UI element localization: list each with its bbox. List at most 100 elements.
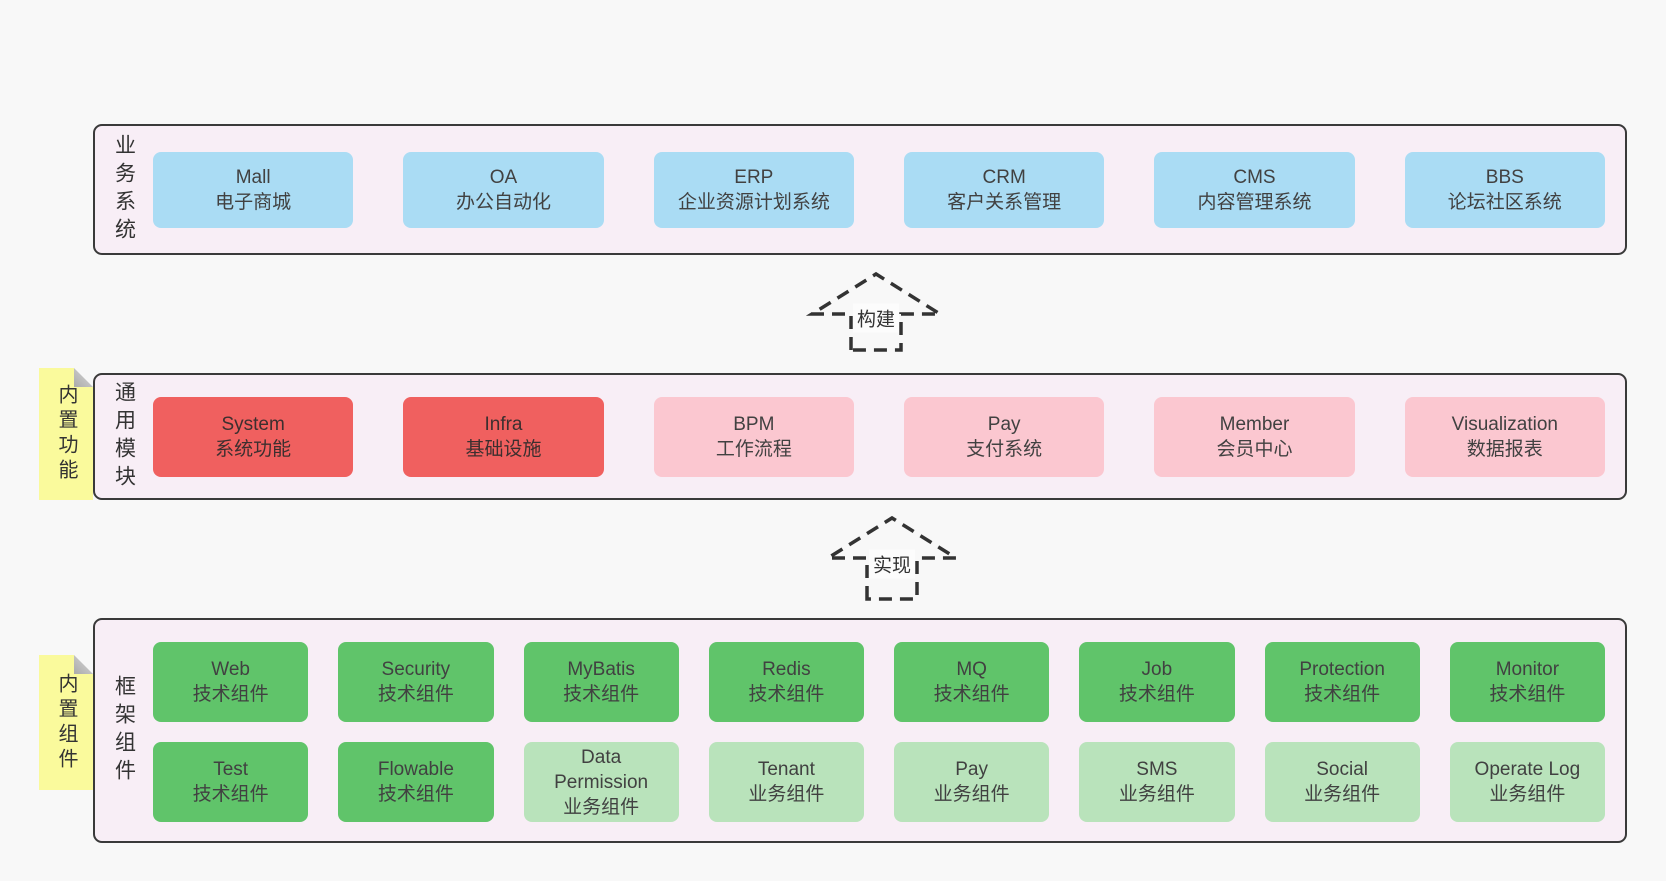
box-subtitle: 系统功能: [215, 438, 292, 460]
box-title: MyBatis: [567, 659, 635, 680]
arrow-label: 实现: [868, 549, 916, 579]
component-box-test: Test 技术组件: [153, 742, 309, 822]
box-title: Social: [1316, 759, 1368, 780]
band-common-modules: 通用模块 System 系统功能 Infra 基础设施 BPM 工作流程 Pay…: [93, 373, 1627, 500]
component-box-job: Job 技术组件: [1079, 642, 1235, 722]
component-box-social: Social 业务组件: [1264, 742, 1420, 822]
band-label: 通用模块: [112, 380, 136, 493]
component-box-operate-log: Operate Log 业务组件: [1449, 742, 1605, 822]
box-subtitle: 办公自动化: [455, 191, 551, 213]
component-box-security: Security 技术组件: [338, 642, 494, 722]
band-label-wrap: 业务系统: [95, 126, 153, 253]
box-title: BBS: [1485, 166, 1524, 188]
component-box-pay: Pay 业务组件: [894, 742, 1050, 822]
band-label: 业务系统: [112, 133, 136, 246]
component-box-monitor: Monitor 技术组件: [1449, 642, 1605, 722]
folded-corner-icon: [74, 655, 93, 674]
component-box-redis: Redis 技术组件: [708, 642, 864, 722]
box-subtitle: 业务组件: [748, 784, 825, 805]
component-box-web: Web 技术组件: [153, 642, 309, 722]
box-title: Job: [1141, 659, 1173, 680]
band-label-wrap: 框架组件: [95, 620, 153, 841]
box-subtitle: 内容管理系统: [1197, 191, 1312, 213]
box-title: Redis: [762, 659, 811, 680]
band-label-wrap: 通用模块: [95, 375, 153, 498]
box-subtitle: 技术组件: [748, 684, 825, 705]
sticky-note-text: 内置功能: [55, 384, 77, 484]
sticky-note-text: 内置组件: [55, 672, 77, 773]
box-subtitle: 业务组件: [1118, 784, 1195, 805]
box-subtitle: 技术组件: [933, 684, 1010, 705]
box-title: Pay: [955, 759, 988, 780]
box-title: Infra: [484, 413, 523, 435]
sticky-note-built-in-components: 内置组件: [39, 655, 93, 790]
component-box-sms: SMS 业务组件: [1079, 742, 1235, 822]
box-title: Test: [213, 759, 249, 780]
box-subtitle: 技术组件: [377, 784, 454, 805]
folded-corner-icon: [74, 368, 93, 387]
module-box-infra: Infra 基础设施: [403, 396, 604, 477]
box-title: BPM: [733, 413, 775, 435]
box-title: Protection: [1299, 659, 1385, 680]
box-subtitle: 客户关系管理: [947, 191, 1062, 213]
box-title: Visualization: [1451, 413, 1558, 435]
box-subtitle: 技术组件: [1118, 684, 1195, 705]
system-box-oa: OA 办公自动化: [403, 151, 604, 228]
up-arrow-icon: [806, 271, 946, 352]
system-box-cms: CMS 内容管理系统: [1154, 151, 1355, 228]
box-subtitle: 技术组件: [377, 684, 454, 705]
box-subtitle: 会员中心: [1216, 438, 1293, 460]
box-subtitle: 技术组件: [563, 684, 640, 705]
box-title: Member: [1219, 413, 1290, 435]
box-subtitle: 企业资源计划系统: [677, 191, 830, 213]
box-title: MQ: [956, 659, 987, 680]
box-title: OA: [489, 166, 518, 188]
box-title: Tenant: [757, 759, 815, 780]
box-subtitle: 工作流程: [715, 438, 792, 460]
sticky-note-built-in-features: 内置功能: [39, 368, 93, 500]
module-box-bpm: BPM 工作流程: [653, 396, 854, 477]
component-box-tenant: Tenant 业务组件: [708, 742, 864, 822]
box-subtitle: 技术组件: [192, 784, 269, 805]
box-title: CRM: [982, 166, 1026, 188]
box-title: Flowable: [377, 759, 454, 780]
box-subtitle: 业务组件: [563, 796, 640, 818]
implement-arrow: 实现: [822, 514, 962, 601]
module-box-system: System 系统功能: [153, 396, 354, 477]
band-items: System 系统功能 Infra 基础设施 BPM 工作流程 Pay 支付系统…: [153, 375, 1625, 498]
component-box-flowable: Flowable 技术组件: [338, 742, 494, 822]
module-box-visualization: Visualization 数据报表: [1404, 396, 1605, 477]
box-title: Web: [211, 659, 250, 680]
band-label: 框架组件: [112, 674, 136, 787]
component-box-mq: MQ 技术组件: [894, 642, 1050, 722]
box-title: Mall: [235, 166, 271, 188]
system-box-erp: ERP 企业资源计划系统: [653, 151, 854, 228]
box-title: Security: [381, 659, 451, 680]
band-business-systems: 业务系统 Mall 电子商城 OA 办公自动化 ERP 企业资源计划系统 CRM…: [93, 124, 1627, 255]
box-title: SMS: [1136, 759, 1178, 780]
band-items: Web 技术组件 Security 技术组件 MyBatis 技术组件 Redi…: [153, 620, 1625, 841]
box-subtitle: 数据报表: [1466, 438, 1543, 460]
box-title: Operate Log: [1474, 759, 1581, 780]
up-arrow-icon: [822, 515, 962, 601]
module-box-pay: Pay 支付系统: [903, 396, 1105, 477]
box-title: Monitor: [1495, 659, 1560, 680]
system-box-bbs: BBS 论坛社区系统: [1404, 151, 1605, 228]
box-subtitle: 技术组件: [1304, 684, 1381, 705]
box-subtitle: 论坛社区系统: [1447, 191, 1562, 213]
box-subtitle: 技术组件: [1489, 684, 1566, 705]
arrow-label: 构建: [852, 303, 900, 333]
system-box-mall: Mall 电子商城: [153, 151, 354, 228]
box-title: Pay: [987, 413, 1021, 435]
box-subtitle: 业务组件: [1489, 784, 1566, 805]
box-title: System: [221, 413, 285, 435]
band-framework-components: 框架组件 Web 技术组件 Security 技术组件 MyBatis 技术组件…: [93, 618, 1627, 843]
box-subtitle: 基础设施: [465, 438, 542, 460]
box-subtitle: 电子商城: [215, 191, 292, 213]
box-subtitle: 技术组件: [192, 684, 269, 705]
band-items: Mall 电子商城 OA 办公自动化 ERP 企业资源计划系统 CRM 客户关系…: [153, 126, 1625, 253]
module-box-member: Member 会员中心: [1154, 396, 1355, 477]
box-subtitle: 业务组件: [933, 784, 1010, 805]
box-subtitle: 业务组件: [1304, 784, 1381, 805]
